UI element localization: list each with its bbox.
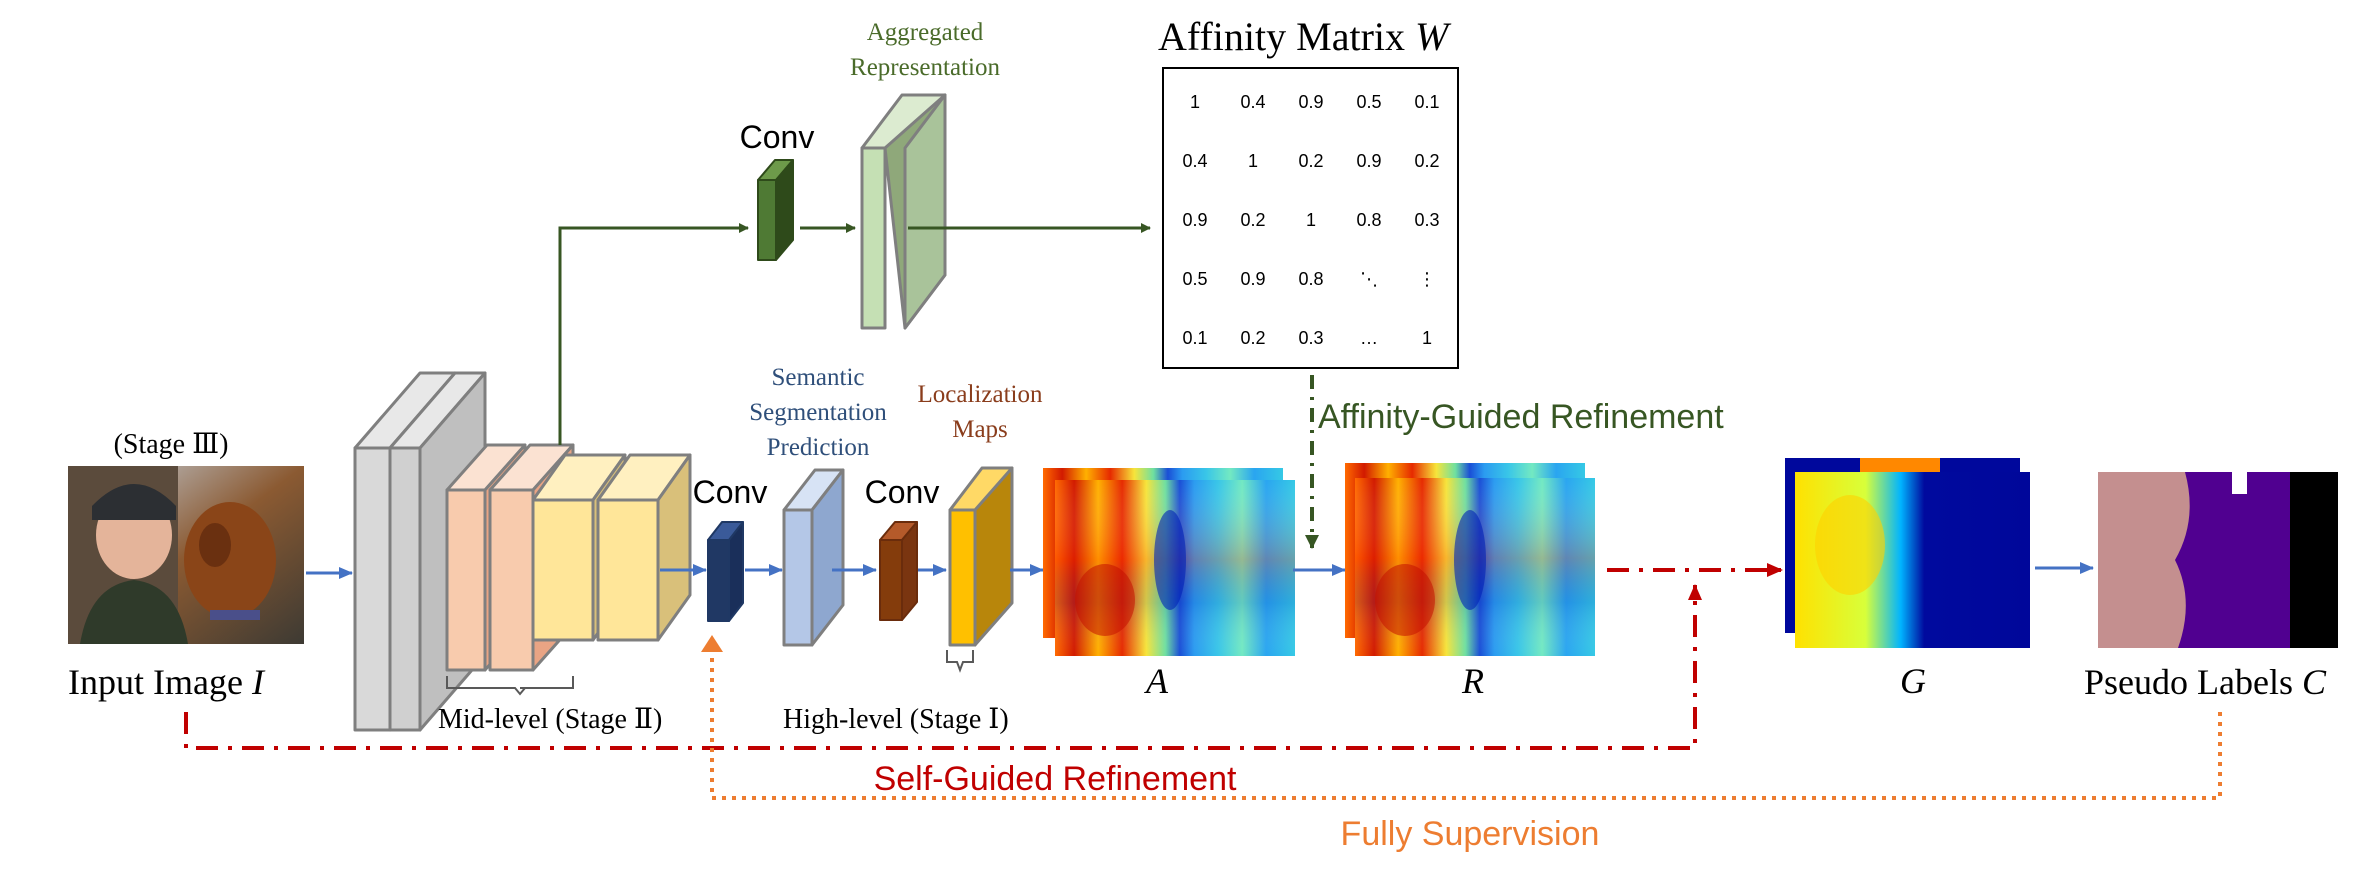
localization-line2: Maps [952, 416, 1008, 443]
matrix-cell-r3-c3: ⋱ [1360, 269, 1378, 289]
semantic-line2: Segmentation [749, 399, 887, 426]
matrix-cell-r4-c0: 0.1 [1182, 328, 1207, 348]
matrix-cell-r1-c1: 1 [1248, 151, 1258, 171]
matrix-cell-r0-c1: 0.4 [1240, 92, 1265, 112]
affinity-matrix-box [1162, 67, 1459, 369]
matrix-cell-r1-c3: 0.9 [1356, 151, 1381, 171]
matrix-cell-r3-c1: 0.9 [1240, 269, 1265, 289]
matrix-cell-r3-c4: ⋮ [1418, 269, 1436, 289]
matrix-cell-r0-c2: 0.9 [1298, 92, 1323, 112]
map-R-label: R [1461, 661, 1484, 701]
matrix-cell-r2-c1: 0.2 [1240, 210, 1265, 230]
backbone-high-blocks [531, 453, 692, 642]
pseudo-labels-label: Pseudo Labels C [2084, 662, 2327, 702]
fully-supervision-arrow [710, 640, 2222, 800]
aggregated-line2: Representation [850, 54, 1000, 81]
top-conv-block [757, 159, 794, 261]
pseudo-labels-image [2098, 472, 2338, 648]
matrix-cell-r2-c4: 0.3 [1414, 210, 1439, 230]
input-image-label: Input Image I [68, 662, 266, 702]
matrix-cell-r2-c0: 0.9 [1182, 210, 1207, 230]
map-G-label: G [1900, 661, 1926, 701]
matrix-cell-r2-c2: 1 [1306, 210, 1316, 230]
affinity-matrix-cells: 1 0.4 0.9 0.5 0.1 0.4 1 0.2 0.9 0.2 0.9 0.2 1 0.8 0.3 0… [1182, 92, 1439, 348]
affinity-guided-label: Affinity-Guided Refinement [1318, 398, 1724, 436]
matrix-cell-r4-c2: 0.3 [1298, 328, 1323, 348]
high-level-label: High-level (Stage Ⅰ) [783, 704, 1009, 735]
aggregated-line1: Aggregated [867, 19, 984, 46]
conv1-block [707, 521, 744, 622]
conv1-label: Conv [693, 474, 768, 510]
matrix-cell-r1-c2: 0.2 [1298, 151, 1323, 171]
self-guided-label: Self-Guided Refinement [874, 760, 1237, 798]
map-A-label: A [1144, 661, 1169, 701]
fully-supervision-label: Fully Supervision [1341, 815, 1600, 853]
matrix-cell-r0-c3: 0.5 [1356, 92, 1381, 112]
input-image [68, 466, 304, 644]
top-conv-label: Conv [740, 119, 815, 155]
aggregated-block [860, 93, 947, 330]
matrix-cell-r3-c2: 0.8 [1298, 269, 1323, 289]
semantic-line1: Semantic [771, 364, 864, 391]
semantic-line3: Prediction [767, 434, 870, 461]
semantic-block [782, 468, 845, 647]
mid-level-label: Mid-level (Stage Ⅱ) [438, 704, 662, 735]
affinity-title: Affinity Matrix W [1158, 14, 1452, 59]
conv2-block [879, 521, 918, 621]
self-guided-arrow [184, 584, 1702, 750]
matrix-cell-r1-c0: 0.4 [1182, 151, 1207, 171]
conv2-label: Conv [865, 474, 940, 510]
map-G [1785, 458, 2030, 648]
matrix-cell-r1-c4: 0.2 [1414, 151, 1439, 171]
localization-block [948, 466, 1014, 647]
localization-line1: Localization [918, 381, 1043, 408]
high-level-brace [946, 650, 974, 673]
stage3-label: (Stage Ⅲ) [114, 429, 229, 460]
matrix-cell-r4-c1: 0.2 [1240, 328, 1265, 348]
map-A [1043, 468, 1295, 656]
matrix-cell-r4-c4: 1 [1422, 328, 1432, 348]
mid-level-brace [446, 676, 574, 696]
matrix-cell-r0-c0: 1 [1190, 92, 1200, 112]
green-path-to-top-conv [558, 223, 749, 445]
matrix-cell-r3-c0: 0.5 [1182, 269, 1207, 289]
matrix-cell-r0-c4: 0.1 [1414, 92, 1439, 112]
matrix-cell-r2-c3: 0.8 [1356, 210, 1381, 230]
map-R [1345, 463, 1595, 656]
matrix-cell-r4-c3: … [1360, 328, 1378, 348]
fully-supervision-arrowhead [701, 635, 723, 652]
